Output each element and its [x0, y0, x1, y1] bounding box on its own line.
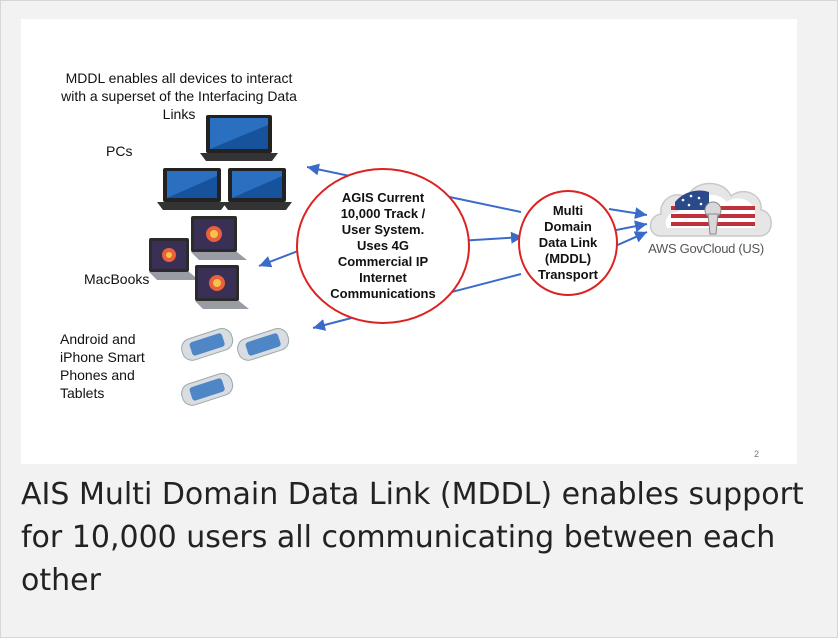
agis-circle: AGIS Current 10,000 Track / User System.…	[296, 168, 470, 324]
slide-image: MDDL enables all devices to interact wit…	[21, 19, 797, 464]
diagram-graphics	[149, 115, 772, 406]
pcs-label: PCs	[106, 143, 133, 159]
phones-label: Android and iPhone Smart Phones and Tabl…	[60, 331, 145, 401]
agis-text: AGIS Current 10,000 Track / User System.…	[330, 190, 436, 301]
macbook-icon	[191, 216, 247, 260]
page-number: 2	[754, 449, 760, 459]
arrow-icon	[608, 207, 648, 220]
arrow-icon	[610, 220, 648, 233]
post-caption: AIS Multi Domain Data Link (MDDL) enable…	[21, 477, 804, 598]
arrow-icon	[612, 231, 648, 248]
macbook-icon	[195, 265, 249, 309]
intro-text: MDDL enables all devices to interact wit…	[61, 70, 297, 122]
macbooks-label: MacBooks	[84, 271, 150, 287]
cloud-flag-icon	[649, 182, 772, 237]
laptop-icon	[157, 168, 227, 210]
aws-govcloud-label: AWS GovCloud (US)	[648, 241, 764, 256]
smartphone-icon	[181, 373, 234, 406]
laptop-icon	[222, 168, 292, 210]
mddl-circle: Multi Domain Data Link (MDDL) Transport	[518, 190, 618, 296]
smartphone-icon	[237, 328, 290, 361]
mddl-text: Multi Domain Data Link (MDDL) Transport	[538, 203, 598, 282]
keyhole-icon	[704, 201, 722, 235]
smartphone-icon	[181, 328, 234, 361]
macbook-icon	[149, 238, 199, 280]
laptop-icon	[200, 115, 278, 161]
